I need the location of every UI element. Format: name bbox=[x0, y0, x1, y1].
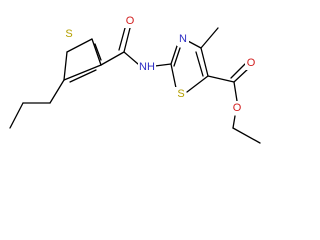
sulfur-atom-thiazole: S bbox=[175, 87, 186, 101]
svg-text:O: O bbox=[126, 15, 135, 27]
bond-lines bbox=[9, 27, 261, 144]
sulfur-atom-thiophene: S bbox=[64, 27, 74, 41]
nitrogen-atom-thiazole: N bbox=[177, 32, 189, 46]
oxygen-atom-ester: O bbox=[231, 101, 243, 115]
atom-labels: S O NH N S O O bbox=[64, 14, 257, 115]
oxygen-atom-carbonyl: O bbox=[245, 56, 257, 70]
svg-text:NH: NH bbox=[139, 61, 155, 73]
svg-text:O: O bbox=[233, 102, 242, 114]
oxygen-atom-amide: O bbox=[124, 14, 136, 28]
svg-text:O: O bbox=[247, 57, 256, 69]
svg-text:S: S bbox=[177, 88, 184, 100]
svg-text:S: S bbox=[65, 28, 72, 40]
svg-text:N: N bbox=[179, 33, 187, 45]
nh-group-amide: NH bbox=[138, 60, 156, 74]
chemical-structure: S O NH N S O O bbox=[9, 14, 261, 144]
